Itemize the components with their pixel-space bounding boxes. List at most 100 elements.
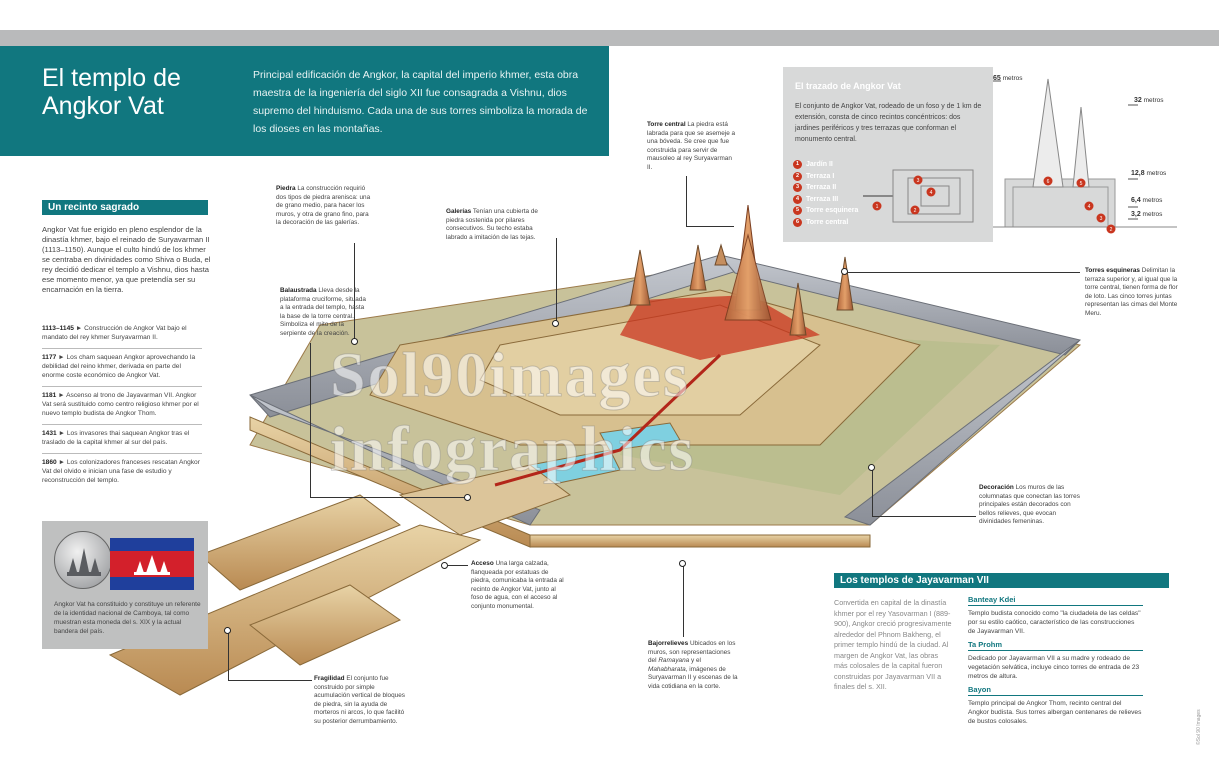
- annotation-acceso: Acceso Una larga calzada, flanqueada por…: [471, 560, 569, 612]
- annotation-label: Decoración: [979, 484, 1014, 491]
- svg-text:6: 6: [1047, 179, 1050, 185]
- annotation-text: Una larga calzada, flanqueada por estatu…: [471, 560, 564, 610]
- timeline-text: ► Construcción de Angkor Vat bajo el man…: [42, 325, 187, 341]
- height-value: 65: [993, 75, 1001, 82]
- height-label-12-8: 12,8 metros: [1131, 170, 1166, 177]
- timeline-text: ► Los invasores thai saquean Angkor tras…: [42, 430, 190, 446]
- coin-image: [54, 531, 112, 589]
- leader-line: [448, 565, 468, 566]
- legend-label: Terraza I: [806, 172, 835, 180]
- annotation-text: , imágenes de Suryavarman II y escenas d…: [648, 665, 738, 690]
- legend-number: 4: [793, 194, 802, 204]
- svg-text:5: 5: [1080, 181, 1083, 187]
- annotation-label: Torre central: [647, 121, 686, 128]
- trazado-panel: El trazado de Angkor Vat El conjunto de …: [783, 67, 1177, 242]
- jayavarman-heading: Los templos de Jayavarman VII: [834, 573, 1169, 588]
- height-unit: metros: [1142, 211, 1163, 218]
- timeline: 1113–1145 ► Construcción de Angkor Vat b…: [42, 320, 202, 485]
- temple-text: Dedicado por Jayavarman VII a su madre y…: [968, 655, 1140, 680]
- temple-name: Banteay Kdei: [968, 595, 1143, 606]
- elevation-diagram: 6 5 4 3 2 65 metros 32 metros 12,8 metro…: [993, 67, 1177, 242]
- page-title: El templo de Angkor Vat: [42, 64, 242, 120]
- leader-line: [228, 680, 312, 681]
- cambodia-flag: [110, 538, 194, 590]
- marker-dot: [224, 627, 231, 634]
- legend-label: Terraza III: [806, 195, 839, 203]
- height-unit: metros: [1143, 97, 1164, 104]
- jayavarman-temples: Banteay Kdei Templo budista conocido com…: [968, 595, 1143, 726]
- jayavarman-intro: Convertida en capital de la dinastía khm…: [834, 598, 952, 691]
- annotation-text: Tenían una cubierta de piedra sostenida …: [446, 208, 538, 241]
- leader-line: [686, 176, 687, 226]
- height-unit: metros: [1146, 170, 1167, 177]
- annotation-text: El conjunto fue construido por simple ac…: [314, 675, 405, 725]
- annotation-label: Torres esquineras: [1085, 267, 1140, 274]
- svg-text:2: 2: [914, 208, 917, 214]
- trazado-heading: El trazado de Angkor Vat: [795, 81, 901, 91]
- elevation-svg: 6 5 4 3 2: [993, 78, 1177, 234]
- height-value: 12,8: [1131, 170, 1145, 177]
- top-bar: [0, 30, 1219, 46]
- annotation-text: Los muros de las columnatas que conectan…: [979, 484, 1080, 526]
- annotation-decoracion: Decoración Los muros de las columnatas q…: [979, 484, 1081, 527]
- svg-text:2: 2: [1110, 227, 1113, 233]
- annotation-label: Bajorrelieves: [648, 640, 689, 647]
- legend-label: Jardín II: [806, 161, 833, 168]
- height-label-32: 32 metros: [1134, 97, 1163, 104]
- legend-label: Terraza II: [806, 184, 837, 191]
- annotation-galerias: Galerías Tenían una cubierta de piedra s…: [446, 208, 546, 242]
- timeline-item: 1181 ► Ascenso al trono de Jayavarman VI…: [42, 386, 202, 418]
- timeline-item: 1431 ► Los invasores thai saquean Angkor…: [42, 424, 202, 447]
- annotation-label: Fragilidad: [314, 675, 345, 682]
- svg-text:1: 1: [876, 204, 879, 210]
- annotation-label: Acceso: [471, 560, 494, 567]
- marker-dot: [441, 562, 448, 569]
- svg-text:3: 3: [917, 178, 920, 184]
- trazado-text: El conjunto de Angkor Vat, rodeado de un…: [795, 103, 982, 143]
- timeline-year: 1860: [42, 459, 57, 466]
- recinto-heading: Un recinto sagrado: [42, 200, 208, 215]
- leader-line: [848, 272, 1080, 273]
- marker-dot: [868, 464, 875, 471]
- annotation-text: y el: [689, 657, 701, 665]
- leader-line: [686, 226, 734, 227]
- leader-line: [354, 243, 355, 341]
- height-value: 32: [1134, 97, 1142, 104]
- timeline-text: ► Los cham saquean Angkor aprovechando l…: [42, 354, 196, 379]
- credit: ©Sol 90 Images: [1196, 709, 1202, 745]
- annotation-emphasis: Ramayana: [658, 657, 690, 665]
- annotation-text: Ubicados en los muros, son representacio…: [648, 640, 736, 665]
- annotation-emphasis: Mahabharata: [648, 665, 686, 673]
- timeline-text: ► Los colonizadores franceses rescatan A…: [42, 459, 200, 484]
- height-label-6-4: 6,4 metros: [1131, 197, 1162, 204]
- annotation-text: Delimitan la terraza superior y, al igua…: [1085, 267, 1178, 317]
- leader-line: [683, 565, 684, 637]
- timeline-year: 1181: [42, 392, 57, 399]
- title-banner: [0, 46, 609, 156]
- temple-illustration: [108, 204, 1082, 696]
- flag-temple-icon: [134, 555, 170, 575]
- coin-flag-box: Angkor Vat ha constituido y constituye u…: [42, 521, 208, 649]
- timeline-year: 1177: [42, 354, 57, 361]
- height-value: 6,4: [1131, 197, 1141, 204]
- annotation-balaustrada: Balaustrada Lleva desde la plataforma cr…: [280, 287, 368, 339]
- height-value: 3,2: [1131, 211, 1141, 218]
- annotation-bajorrelieves: Bajorrelieves Ubicados en los muros, son…: [648, 640, 740, 692]
- temple-text: Templo principal de Angkor Thom, recinto…: [968, 700, 1142, 725]
- annotation-piedra: Piedra La construcción requirió dos tipo…: [276, 185, 372, 228]
- legend-number: 3: [793, 183, 802, 193]
- marker-dot: [464, 494, 471, 501]
- temple-name: Ta Prohm: [968, 640, 1143, 651]
- timeline-item: 1113–1145 ► Construcción de Angkor Vat b…: [42, 320, 202, 342]
- plan-diagram: 1 2 3 4: [863, 169, 974, 223]
- marker-dot: [351, 338, 358, 345]
- height-unit: metros: [1142, 197, 1163, 204]
- temple-icon: [67, 548, 101, 576]
- legend-label: Torre esquinera: [806, 207, 859, 214]
- leader-line: [310, 343, 311, 498]
- leader-line: [872, 468, 873, 516]
- intro-text: Principal edificación de Angkor, la capi…: [253, 69, 588, 135]
- marker-dot: [841, 268, 848, 275]
